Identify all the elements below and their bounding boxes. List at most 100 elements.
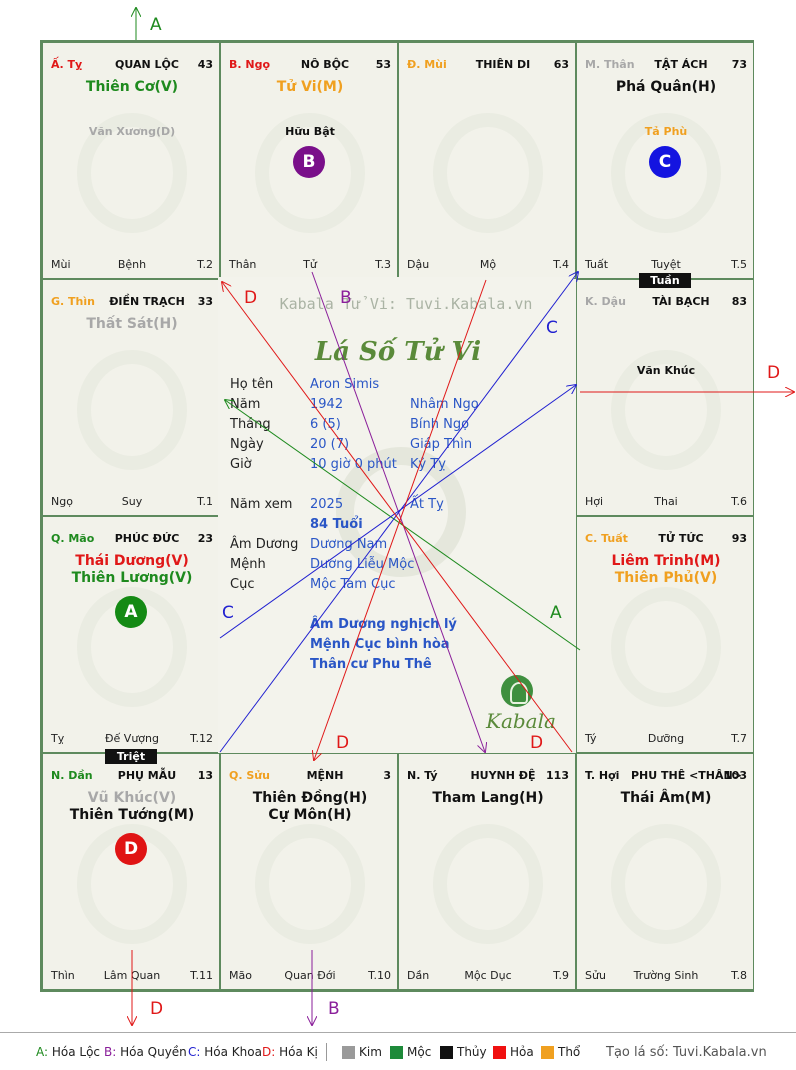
element-swatch [390,1046,403,1059]
palace-name: THIÊN DI [475,58,531,71]
main-star: Phá Quân(H) [615,79,717,95]
legend-hoa-key: C: [188,1045,201,1059]
info-value-month: 6 (5) [310,417,341,432]
element-swatch [541,1046,554,1059]
hoa-badge-a: A [115,596,147,628]
main-stars: Thiên Cơ(V) [43,79,221,96]
palace-stem: Ấ. Tỵ [51,58,83,71]
info-value-amduong: Dương Nam [310,537,388,552]
palace-age: 113 [546,769,569,782]
palace-month: T.5 [731,258,747,271]
element-label: Kim [359,1045,382,1059]
info-extra-year: Nhâm Ngọ [410,397,479,412]
palace-stem: Q. Sửu [229,769,270,782]
info-value-menh: Dương Liễu Mộc [310,557,415,572]
palace-name: PHỤ MẪU [117,769,177,782]
main-stars: Thiên Đồng(H)Cự Môn(H) [221,790,399,824]
palace-month: T.9 [553,969,569,982]
palace-age: 63 [553,58,569,71]
element-label: Thủy [457,1045,487,1059]
palace-cycle-stage: Quan Đới [284,969,336,982]
palace-cycle-stage: Thai [654,495,678,508]
palace-age: 3 [383,769,391,782]
legend-hoa-key: B: [104,1045,117,1059]
palace-branch-note: Ngọ [51,495,73,508]
main-star: Thái Âm(M) [620,790,712,806]
info-label-year: Năm [230,397,261,412]
info-label-menh: Mệnh [230,557,266,572]
main-stars: Thái Dương(V)Thiên Lương(V) [43,553,221,587]
palace-month: T.3 [375,258,391,271]
main-star: Thiên Tướng(M) [69,807,195,823]
palace-stem: T. Hợi [585,769,620,782]
info-label-day: Ngày [230,437,264,452]
palace-name: TÀI BẠCH [652,295,710,308]
zodiac-watermark [77,350,187,470]
palace-stem: M. Thân [585,58,635,71]
info-label-view-year: Năm xem [230,497,293,512]
palace-name: PHÚC ĐỨC [114,532,180,545]
main-stars: Tử Vi(M) [221,79,399,96]
palace-cycle-stage: Mộ [479,258,497,271]
legend-hoa-label: Hóa Khoa [204,1045,262,1059]
legend-divider [326,1043,327,1061]
palace-month: T.6 [731,495,747,508]
note-1: Âm Dương nghịch lý [310,617,457,632]
zodiac-watermark [611,824,721,944]
palace-branch-note: Thân [229,258,257,271]
palace-cycle-stage: Dưỡng [647,732,685,745]
palace-name: QUAN LỘC [115,58,179,71]
palace-month: T.12 [190,732,213,745]
main-stars: Phá Quân(H) [577,79,755,96]
legend-hoa-3: D: Hóa Kị [262,1045,318,1059]
info-label-hour: Giờ [230,457,252,472]
element-swatch [493,1046,506,1059]
palace-branch-note: Hợi [585,495,604,508]
main-stars: Thái Âm(M) [577,790,755,807]
chart-logo: Lá Số Tử Vi [314,337,482,367]
palace-branch-note: Mão [229,969,252,982]
minor-star: Hữu Bật [285,125,335,138]
info-extra-hour: Kỷ Tỵ [410,457,446,472]
info-value-view-year: 2025 [310,497,344,512]
palace-stem: N. Dần [51,769,93,782]
element-label: Thổ [558,1045,581,1059]
info-value-name: Aron Simis [310,377,380,392]
arrow-label-d: D [150,999,163,1019]
palace-branch-note: Tuất [585,258,609,271]
palace-stem: K. Dậu [585,295,626,308]
palace-month: T.11 [190,969,213,982]
palace-age: 23 [197,532,213,545]
minor-star: Văn Khúc [636,364,696,377]
palace-name: HUYNH ĐỆ [470,769,536,782]
hoa-badge-d: D [115,833,147,865]
palace-age: 53 [375,58,391,71]
legend-hoa-0: A: Hóa Lộc [36,1045,100,1059]
palace-age: 13 [197,769,213,782]
palace-cycle-stage: Mộc Dục [464,969,512,982]
info-extra-view-year: Ất Tỵ [410,497,444,512]
info-value-year: 1942 [310,397,344,412]
main-star: Cự Môn(H) [268,807,352,823]
palace-branch-note: Thìn [51,969,75,982]
note-3: Thân cư Phu Thê [310,657,432,672]
palace-stem: N. Tý [407,769,438,782]
zodiac-watermark [433,824,543,944]
info-value-day: 20 (7) [310,437,350,452]
triet-tag: Triệt [105,749,157,764]
info-value-cuc: Mộc Tam Cục [310,577,396,592]
info-label-amduong: Âm Dương [230,537,299,552]
